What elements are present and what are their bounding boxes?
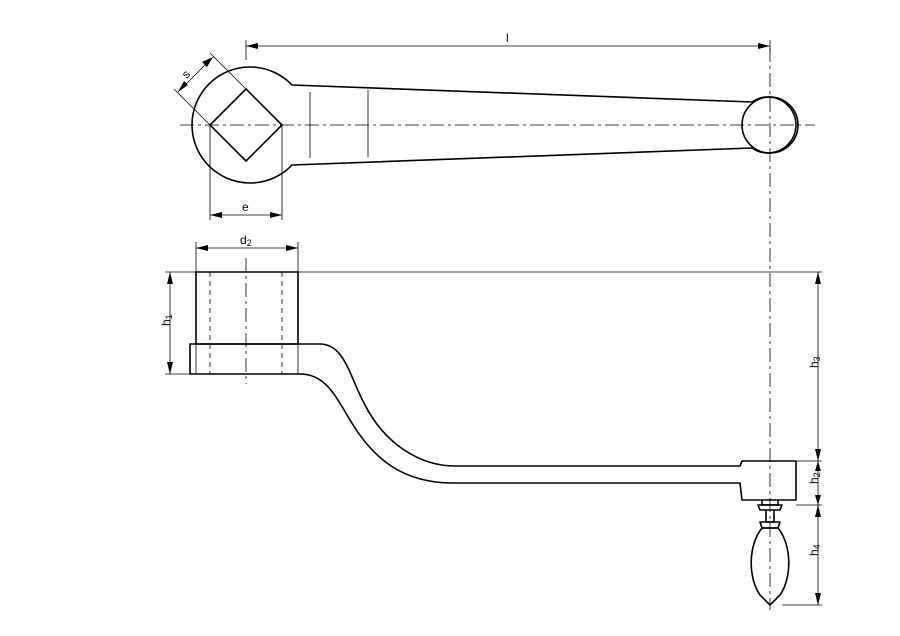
side-view (189, 258, 797, 606)
dimension-h3: h3 (796, 272, 822, 462)
dimension-h2: h2 (796, 461, 822, 506)
dimension-e: e (209, 125, 283, 220)
label-e: e (242, 200, 249, 214)
handle-grip (750, 499, 790, 606)
arm-outline-side-view (189, 343, 797, 501)
label-h1: h1 (159, 314, 174, 326)
dimension-h4: h4 (782, 505, 822, 606)
arm-outline-top-view (191, 66, 797, 184)
dimension-s: s (173, 52, 247, 126)
dimension-l: l (245, 31, 771, 60)
label-h3: h3 (807, 356, 822, 368)
dimension-h1: h1 (159, 272, 190, 375)
label-h2: h2 (807, 472, 822, 484)
label-d2: d2 (240, 233, 252, 248)
hub-body (195, 271, 299, 345)
square-drive-hole (209, 88, 283, 162)
top-view (180, 48, 815, 610)
dimension-d2: d2 (195, 233, 299, 272)
label-h4: h4 (807, 544, 822, 556)
label-l: l (506, 31, 509, 45)
